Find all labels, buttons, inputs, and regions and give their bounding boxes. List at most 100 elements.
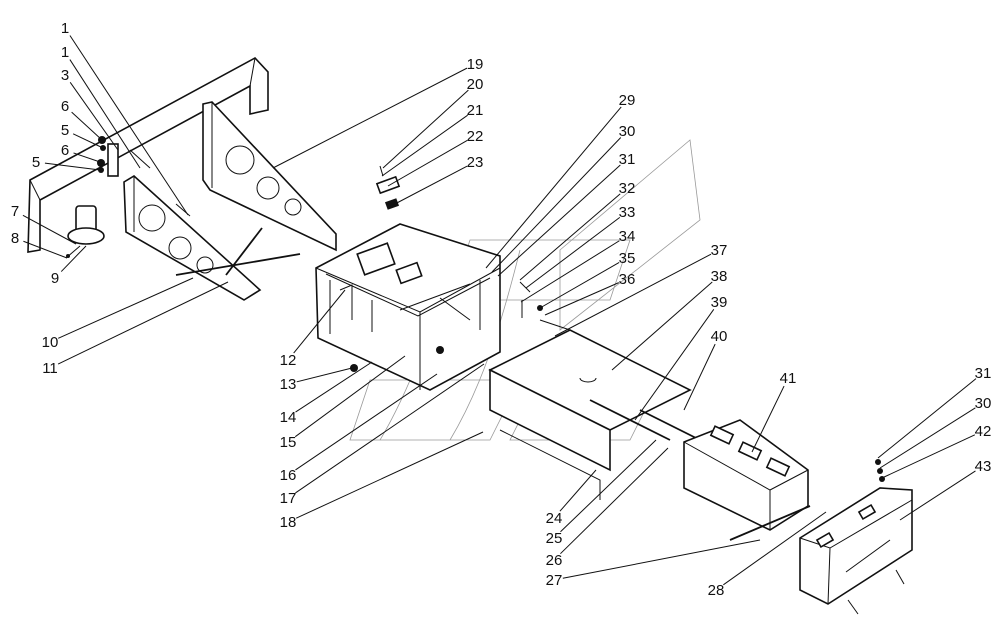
callout-label: 38 [711, 268, 728, 285]
callout-label: 33 [619, 204, 636, 221]
callout-label: 6 [61, 98, 69, 115]
callout-label: 41 [780, 370, 797, 387]
callout-label: 10 [42, 334, 59, 351]
callout-label: 43 [975, 458, 992, 475]
leader-line [392, 165, 468, 206]
callout-label: 18 [280, 514, 297, 531]
callout-label: 11 [42, 360, 58, 377]
leader-line [71, 111, 103, 141]
leader-line [520, 240, 620, 303]
leader-line [525, 217, 621, 289]
leader-line [57, 281, 229, 365]
callout-label: 42 [975, 423, 992, 440]
leader-line [69, 82, 119, 151]
callout-label: 22 [467, 128, 484, 145]
leader-line [519, 193, 621, 281]
leader-line [544, 282, 619, 316]
leader-line [382, 89, 469, 169]
callout-label: 7 [11, 203, 19, 220]
leader-line [634, 309, 715, 421]
leader-line [295, 373, 438, 471]
leader-line [69, 59, 141, 169]
leader-line [387, 140, 468, 187]
leader-line [294, 355, 406, 438]
battery-tray [488, 319, 721, 500]
callout-label: 15 [280, 434, 297, 451]
leader-line [877, 378, 977, 459]
callout-label: 30 [619, 123, 636, 140]
callout-label: 20 [467, 76, 484, 93]
leader-line [381, 114, 468, 177]
callout-label: 23 [467, 154, 484, 171]
callout-label: 35 [619, 250, 636, 267]
leader-line [723, 511, 827, 586]
callout-label: 27 [546, 572, 563, 589]
callout-label: 1 [61, 44, 69, 61]
leader-line [58, 277, 194, 339]
callout-label: 25 [546, 530, 563, 547]
leader-line [295, 363, 485, 494]
battery-cover [799, 459, 913, 615]
leader-line [73, 152, 101, 163]
leader-line [296, 367, 353, 383]
leader-line [560, 447, 669, 555]
leader-lines [22, 35, 977, 586]
leader-line [295, 431, 484, 519]
callout-label: 40 [711, 328, 728, 345]
callout-label: 16 [280, 467, 297, 484]
leader-line [22, 214, 77, 245]
leader-line [899, 470, 976, 521]
callout-label: 30 [975, 395, 992, 412]
leader-line [881, 434, 976, 479]
callout-label: 36 [619, 271, 636, 288]
leader-line [44, 162, 101, 171]
leader-line [491, 137, 622, 273]
callout-label: 5 [61, 122, 69, 139]
battery [683, 419, 811, 541]
callout-label: 31 [619, 151, 636, 168]
leader-line [554, 253, 712, 337]
callout-label: 5 [32, 154, 40, 171]
callout-label: 24 [546, 510, 563, 527]
leader-line [560, 439, 657, 533]
battery-box [315, 223, 501, 391]
callout-label: 29 [619, 92, 636, 109]
leader-line [272, 67, 468, 169]
leader-line [539, 262, 620, 309]
callout-label: 31 [975, 365, 992, 382]
leader-line [69, 35, 189, 216]
callout-label: 21 [467, 102, 484, 119]
leader-line [295, 361, 373, 413]
callout-label: 39 [711, 294, 728, 311]
callout-label: 8 [11, 230, 19, 247]
callout-label: 17 [280, 490, 297, 507]
callout-label: 32 [619, 180, 636, 197]
leader-line [559, 469, 597, 512]
callout-label: 19 [467, 56, 484, 73]
leader-line [72, 133, 104, 149]
callout-labels: 1 13 6 5 6 5 7 8 9 10 11 19 20 21 22 23 29 30 31 32 33 34 35 36… [11, 20, 992, 599]
leader-line [60, 245, 87, 272]
leader-line [611, 281, 713, 371]
leader-line [497, 164, 621, 277]
leader-line [23, 240, 68, 259]
callout-label: 1 [61, 20, 69, 37]
leader-line [683, 343, 716, 411]
callout-label: 12 [280, 352, 297, 369]
leader-line [879, 407, 976, 469]
callout-label: 13 [280, 376, 297, 393]
leader-line [562, 539, 761, 579]
callout-label: 9 [51, 270, 59, 287]
rear-bracket [202, 101, 337, 252]
leader-line [751, 385, 785, 453]
leader-line [293, 289, 346, 354]
leader-line [485, 106, 622, 269]
callout-label: 26 [546, 552, 563, 569]
callout-label: 14 [280, 409, 297, 426]
front-bracket [123, 175, 301, 301]
callout-label: 34 [619, 228, 636, 245]
callout-label: 6 [61, 142, 69, 159]
fasteners-top [375, 165, 543, 318]
callout-label: 28 [708, 582, 725, 599]
